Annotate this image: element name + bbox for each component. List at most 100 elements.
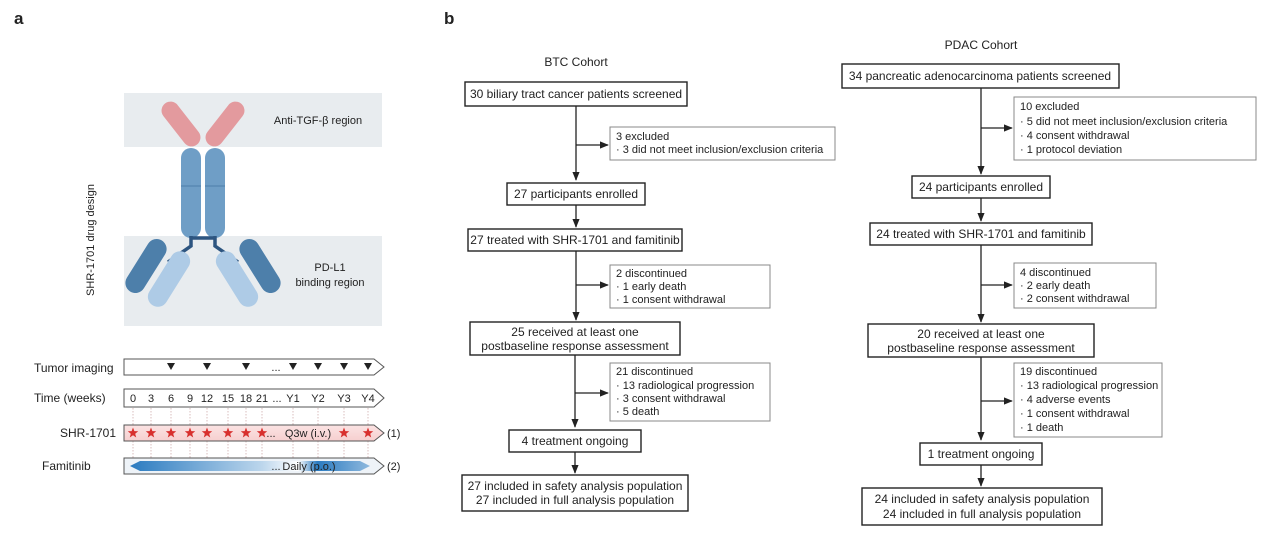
pdac-screened-box	[841, 63, 1120, 89]
imaging-marker-icon	[364, 363, 372, 370]
tgf-region-label: Anti-TGF-β region	[274, 115, 362, 127]
fab-heavy-left	[125, 239, 167, 293]
btc-screened-box	[464, 81, 688, 107]
btc-disc2-item: · 13 radiological progression	[616, 380, 754, 392]
pdac-cohort-flow: PDAC Cohort 34 pancreatic adenocarcinoma…	[841, 38, 1257, 526]
btc-ongoing: 4 treatment ongoing	[522, 434, 629, 448]
shr1701-track	[123, 424, 385, 442]
imaging-marker-icon	[242, 363, 250, 370]
btc-assessed-box	[469, 321, 681, 356]
fab-light-right	[215, 251, 259, 307]
antibody-illustration	[125, 101, 281, 307]
shr1701-dose-star-icon	[165, 427, 177, 438]
imaging-marker-icon	[314, 363, 322, 370]
btc-cohort-flow: BTC Cohort 30 biliary tract cancer patie…	[461, 55, 836, 512]
btc-discontinued-1-box	[609, 264, 771, 309]
pdac-title: PDAC Cohort	[945, 38, 1018, 52]
pdac-disc1-item: · 2 early death	[1020, 280, 1090, 292]
btc-excluded-title: 3 excluded	[616, 131, 669, 143]
time-tick-label: 6	[168, 393, 174, 405]
shr1701-dose-star-icon	[184, 427, 196, 438]
pdac-assessed-2: postbaseline response assessment	[887, 341, 1075, 355]
shr1701-dose-star-icon	[201, 427, 213, 438]
tgf-trap-left	[161, 101, 201, 147]
fab-heavy-right	[239, 239, 281, 293]
shr1701-dose-star-icon	[338, 427, 350, 438]
time-track	[123, 388, 385, 408]
pdac-disc1-item: · 2 consent withdrawal	[1020, 293, 1129, 305]
time-tick-label: 0	[130, 393, 136, 405]
btc-disc1-item: · 1 early death	[616, 281, 686, 293]
fc-chain-left	[181, 148, 201, 238]
pdac-final-box	[861, 487, 1103, 526]
shr1701-dose-star-icon	[240, 427, 252, 438]
pdac-excluded-item: · 4 consent withdrawal	[1020, 130, 1129, 142]
pdac-screened: 34 pancreatic adenocarcinoma patients sc…	[849, 69, 1111, 83]
pdac-final-1: 24 included in safety analysis populatio…	[875, 492, 1090, 506]
famitinib-note: (2)	[387, 461, 400, 473]
time-tick-label: 9	[187, 393, 193, 405]
pdac-excluded-item: · 5 did not meet inclusion/exclusion cri…	[1020, 116, 1228, 128]
drug-design-label: SHR-1701 drug design	[85, 184, 97, 296]
time-tick-label: 12	[201, 393, 213, 405]
btc-treated-box	[467, 228, 683, 252]
btc-excluded-item: · 3 did not meet inclusion/exclusion cri…	[616, 144, 824, 156]
shr1701-label: SHR-1701	[60, 426, 116, 440]
btc-final-1: 27 included in safety analysis populatio…	[468, 479, 683, 493]
panel-a-label: a	[14, 9, 24, 28]
btc-final-2: 27 included in full analysis population	[476, 493, 674, 507]
tgf-trap-right	[205, 101, 245, 147]
time-tick-label: 15	[222, 393, 234, 405]
btc-screened: 30 biliary tract cancer patients screene…	[470, 87, 682, 101]
shr1701-dose-star-icon	[127, 427, 139, 438]
pdl1-region-label-2: binding region	[295, 277, 364, 289]
pdac-disc1-title: 4 discontinued	[1020, 267, 1091, 279]
fab-light-left	[147, 251, 191, 307]
time-tick-label: 18	[240, 393, 252, 405]
imaging-markers	[167, 363, 372, 370]
btc-discontinued-2-box	[609, 362, 771, 422]
pdac-disc2-title: 19 discontinued	[1020, 366, 1097, 378]
famitinib-ellipsis: ...	[271, 461, 280, 473]
btc-excluded-box	[609, 126, 836, 161]
pdac-discontinued-1-box	[1013, 262, 1157, 309]
pdac-final-2: 24 included in full analysis population	[883, 507, 1081, 521]
btc-disc1-title: 2 discontinued	[616, 268, 687, 280]
famitinib-dosing-bar	[130, 461, 370, 471]
btc-disc1-item: · 1 consent withdrawal	[616, 294, 725, 306]
btc-disc2-item: · 5 death	[616, 406, 659, 418]
time-tick-label: Y1	[286, 393, 299, 405]
time-tick-label: Y2	[311, 393, 324, 405]
shr1701-dose-star-icon	[256, 427, 268, 438]
imaging-marker-icon	[167, 363, 175, 370]
pdac-assessed-1: 20 received at least one	[917, 327, 1045, 341]
btc-final-box	[461, 474, 689, 512]
shr1701-schedule: Q3w (i.v.)	[285, 428, 331, 440]
shr1701-note: (1)	[387, 428, 400, 440]
imaging-marker-icon	[289, 363, 297, 370]
pdac-enrolled: 24 participants enrolled	[919, 180, 1043, 194]
btc-disc2-title: 21 discontinued	[616, 366, 693, 378]
famitinib-schedule: Daily (p.o.)	[282, 461, 335, 473]
pdac-treated: 24 treated with SHR-1701 and famitinib	[876, 227, 1086, 241]
pdac-disc2-item: · 13 radiological progression	[1020, 380, 1158, 392]
famitinib-label: Famitinib	[42, 459, 91, 473]
pdac-excluded-title: 10 excluded	[1020, 101, 1079, 113]
shr1701-dose-star-icon	[362, 427, 374, 438]
btc-enrolled: 27 participants enrolled	[514, 187, 638, 201]
imaging-marker-icon	[340, 363, 348, 370]
time-label: Time (weeks)	[34, 391, 106, 405]
time-tick-label: Y3	[337, 393, 350, 405]
shr1701-dose-star-icon	[222, 427, 234, 438]
pdac-disc2-item: · 1 death	[1020, 422, 1063, 434]
pdac-discontinued-2-box	[1013, 362, 1163, 438]
shr1701-dose-star-icon	[145, 427, 157, 438]
pdac-excluded-item: · 1 protocol deviation	[1020, 144, 1122, 156]
fc-chain-right	[205, 148, 225, 238]
btc-assessed-1: 25 received at least one	[511, 325, 639, 339]
btc-disc2-item: · 3 consent withdrawal	[616, 393, 725, 405]
time-tick-label: Y4	[361, 393, 374, 405]
imaging-marker-icon	[203, 363, 211, 370]
btc-assessed-2: postbaseline response assessment	[481, 339, 669, 353]
